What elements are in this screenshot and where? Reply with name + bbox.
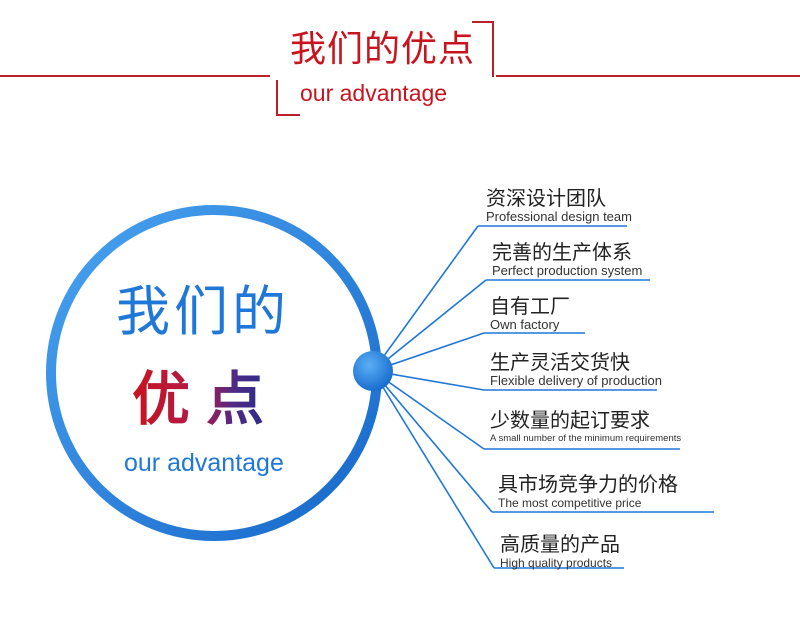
- advantage-item-subtitle: Own factory: [490, 317, 560, 332]
- advantage-item-1: 完善的生产体系 Perfect production system: [492, 240, 642, 278]
- center-title-line1: 我们的: [116, 280, 290, 343]
- header-title: 我们的优点: [290, 29, 476, 70]
- connector-spoke: [372, 370, 493, 513]
- advantage-item-title: 少数量的起订要求: [490, 408, 650, 432]
- advantage-item-title: 高质量的产品: [500, 532, 620, 556]
- advantage-item-title: 生产灵活交货快: [490, 350, 630, 374]
- hub-dot: [353, 351, 393, 391]
- advantage-item-subtitle: Flexible delivery of production: [490, 373, 662, 388]
- advantage-item-subtitle: Professional design team: [486, 209, 632, 224]
- connector-spoke: [372, 370, 485, 450]
- advantage-item-subtitle: Perfect production system: [492, 263, 643, 278]
- advantage-item-title: 自有工厂: [490, 294, 570, 318]
- advantage-item-0: 资深设计团队 Professional design team: [486, 186, 632, 224]
- advantage-item-2: 自有工厂 Own factory: [490, 294, 570, 332]
- advantage-item-subtitle: A small number of the minimum requiremen…: [490, 433, 682, 444]
- header-bracket-bottom: [276, 80, 300, 116]
- advantage-item-6: 高质量的产品 High quality products: [500, 532, 620, 570]
- advantage-item-subtitle: The most competitive price: [498, 496, 642, 510]
- header-line-left: [0, 75, 270, 77]
- header-line-right: [496, 75, 800, 77]
- connector-spoke: [372, 279, 487, 372]
- center-title-line2: 优点: [132, 365, 281, 433]
- advantage-item-4: 少数量的起订要求 A small number of the minimum r…: [490, 408, 681, 446]
- connector-spoke: [372, 370, 495, 569]
- connector-spoke: [372, 225, 479, 372]
- advantage-item-title: 具市场竞争力的价格: [498, 472, 678, 496]
- advantage-item-title: 完善的生产体系: [492, 240, 632, 264]
- advantage-item-subtitle: High quality products: [500, 556, 613, 570]
- advantage-item-3: 生产灵活交货快 Flexible delivery of production: [490, 350, 662, 388]
- advantage-item-title: 资深设计团队: [486, 186, 606, 210]
- header-subtitle: our advantage: [300, 80, 448, 106]
- center-subtitle: our advantage: [124, 449, 284, 477]
- advantage-item-5: 具市场竞争力的价格 The most competitive price: [498, 472, 678, 510]
- header-bracket-top: [472, 21, 494, 77]
